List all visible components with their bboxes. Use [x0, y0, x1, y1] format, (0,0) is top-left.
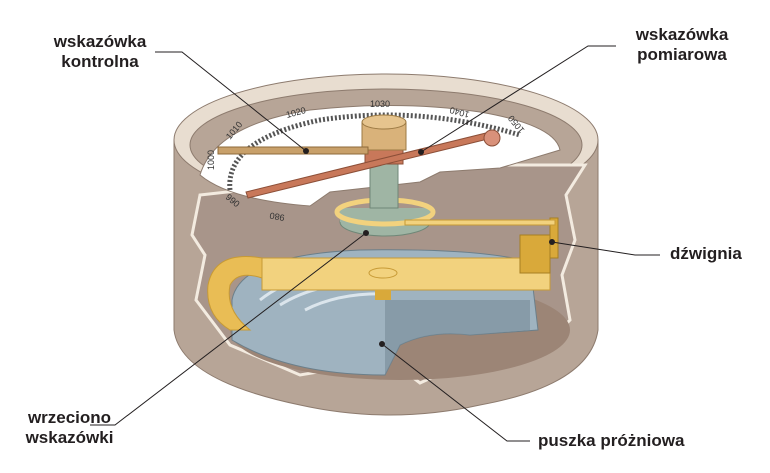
spindle-base-side: [340, 208, 430, 222]
leader-lines: [90, 45, 660, 442]
label-lever-line1: dźwignia: [670, 244, 742, 263]
label-measuring-pointer-line1: wskazówka: [635, 25, 729, 44]
lever-bracket: [519, 234, 551, 274]
lever-pivot: [368, 267, 398, 279]
pointer-spindle: [334, 114, 436, 237]
dial-label-1000: 1000: [206, 150, 216, 170]
lever: [207, 217, 559, 331]
capsule-cut-section: [385, 300, 530, 375]
leader-lever: [551, 241, 660, 256]
capsule-stud: [375, 290, 391, 300]
label-measuring-pointer: wskazówka pomiarowa: [622, 25, 742, 65]
label-lever: dźwignia: [670, 244, 742, 264]
lever-link: [549, 217, 559, 259]
dot-spindle: [363, 230, 369, 236]
lever-top-rod: [404, 219, 556, 226]
dot-lever: [549, 239, 555, 245]
label-vacuum-capsule: puszka próżniowa: [538, 431, 684, 451]
label-vacuum-capsule-line1: puszka próżniowa: [538, 431, 685, 450]
leader-capsule: [381, 343, 530, 442]
dial-scale-track: [227, 112, 521, 191]
label-control-pointer-line1: wskazówka: [53, 32, 147, 51]
dial-label-1030: 1030: [370, 99, 390, 109]
label-control-pointer: wskazówka kontrolna: [40, 32, 160, 72]
dot-control-pointer: [303, 148, 309, 154]
control-pointer: [217, 146, 369, 155]
lever-arm: [261, 257, 551, 291]
leader-control-pointer: [155, 51, 307, 152]
dial-label-980: 980: [269, 210, 286, 222]
dot-measuring-pointer: [418, 149, 424, 155]
measuring-pointer-ring: [483, 129, 501, 147]
label-pointer-spindle: wrzeciono wskazówki: [22, 408, 117, 448]
label-control-pointer-line2: kontrolna: [61, 52, 139, 71]
label-measuring-pointer-line2: pomiarowa: [637, 45, 727, 64]
label-pointer-spindle-line2: wskazówki: [25, 428, 114, 447]
leader-measuring-pointer: [420, 45, 616, 153]
knob-top: [361, 114, 407, 130]
leader-dots: [303, 148, 555, 347]
leader-spindle: [90, 232, 367, 426]
dot-capsule: [379, 341, 385, 347]
label-pointer-spindle-line1: wrzeciono: [27, 408, 112, 427]
